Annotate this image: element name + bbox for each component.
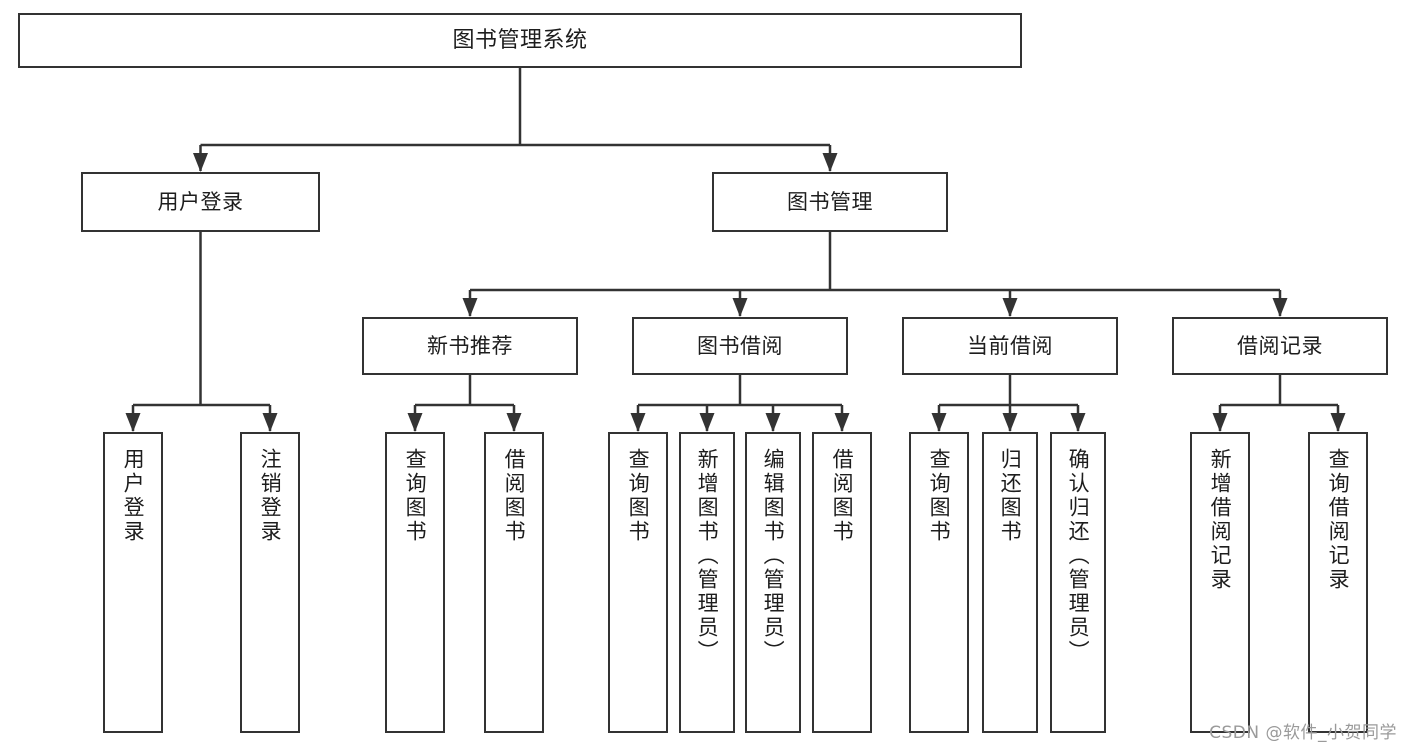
node-label: 借阅记录 — [1237, 333, 1323, 358]
node-label: 用户登录 — [157, 189, 244, 214]
node-l-q1[interactable]: 查询图书 — [385, 432, 445, 733]
node-label: 归还图书 — [998, 448, 1023, 544]
node-label: 编辑图书（管理员） — [761, 448, 786, 664]
edge-arrowhead — [931, 413, 947, 432]
edge-arrowhead — [407, 413, 423, 432]
node-l-ret[interactable]: 归还图书 — [982, 432, 1038, 733]
edge-arrowhead — [1002, 413, 1018, 432]
node-label: 注销登录 — [258, 448, 283, 544]
edge-arrowhead — [822, 153, 838, 172]
node-label: 借阅图书 — [830, 448, 855, 544]
node-records[interactable]: 借阅记录 — [1172, 317, 1388, 375]
edge-arrowhead — [506, 413, 522, 432]
node-l-edit[interactable]: 编辑图书（管理员） — [745, 432, 801, 733]
edge-arrowhead — [1212, 413, 1228, 432]
node-l-login[interactable]: 用户登录 — [103, 432, 163, 733]
edge-arrowhead — [699, 413, 715, 432]
node-label: 查询图书 — [927, 448, 952, 544]
node-label: 借阅图书 — [502, 448, 527, 544]
node-label: 查询图书 — [403, 448, 428, 544]
edge-arrowhead — [262, 413, 278, 432]
node-label: 图书管理 — [787, 189, 873, 214]
node-label: 新增图书（管理员） — [695, 448, 720, 664]
node-l-logout[interactable]: 注销登录 — [240, 432, 300, 733]
edge-arrowhead — [1070, 413, 1086, 432]
node-label: 新增借阅记录 — [1208, 448, 1233, 592]
node-label: 查询借阅记录 — [1326, 448, 1351, 592]
edge-arrowhead — [630, 413, 646, 432]
node-l-b1[interactable]: 借阅图书 — [484, 432, 544, 733]
edge-arrowhead — [462, 298, 478, 317]
edge-arrowhead — [1330, 413, 1346, 432]
edge-arrowhead — [125, 413, 141, 432]
node-root[interactable]: 图书管理系统 — [18, 13, 1022, 68]
edge-arrowhead — [834, 413, 850, 432]
node-label: 确认归还（管理员） — [1066, 448, 1091, 664]
node-label: 当前借阅 — [967, 333, 1053, 358]
node-label: 图书借阅 — [697, 333, 783, 358]
edge-arrowhead — [1272, 298, 1288, 317]
edge-arrowhead — [1002, 298, 1018, 317]
node-login[interactable]: 用户登录 — [81, 172, 320, 232]
node-l-conf[interactable]: 确认归还（管理员） — [1050, 432, 1106, 733]
node-l-q2[interactable]: 查询图书 — [608, 432, 668, 733]
node-l-b2[interactable]: 借阅图书 — [812, 432, 872, 733]
edge-arrowhead — [732, 298, 748, 317]
node-label: 新书推荐 — [427, 333, 513, 358]
node-borrow[interactable]: 图书借阅 — [632, 317, 848, 375]
node-label: 查询图书 — [626, 448, 651, 544]
watermark: CSDN @软件_小贺同学 — [1209, 723, 1397, 743]
node-current[interactable]: 当前借阅 — [902, 317, 1118, 375]
node-l-addrec[interactable]: 新增借阅记录 — [1190, 432, 1250, 733]
node-bookmgmt[interactable]: 图书管理 — [712, 172, 948, 232]
node-label: 图书管理系统 — [452, 27, 588, 53]
node-newbook[interactable]: 新书推荐 — [362, 317, 578, 375]
edge-arrowhead — [765, 413, 781, 432]
node-l-q3[interactable]: 查询图书 — [909, 432, 969, 733]
edge-arrowhead — [193, 153, 208, 172]
node-l-qrec[interactable]: 查询借阅记录 — [1308, 432, 1368, 733]
node-label: 用户登录 — [121, 448, 146, 544]
node-l-add[interactable]: 新增图书（管理员） — [679, 432, 735, 733]
